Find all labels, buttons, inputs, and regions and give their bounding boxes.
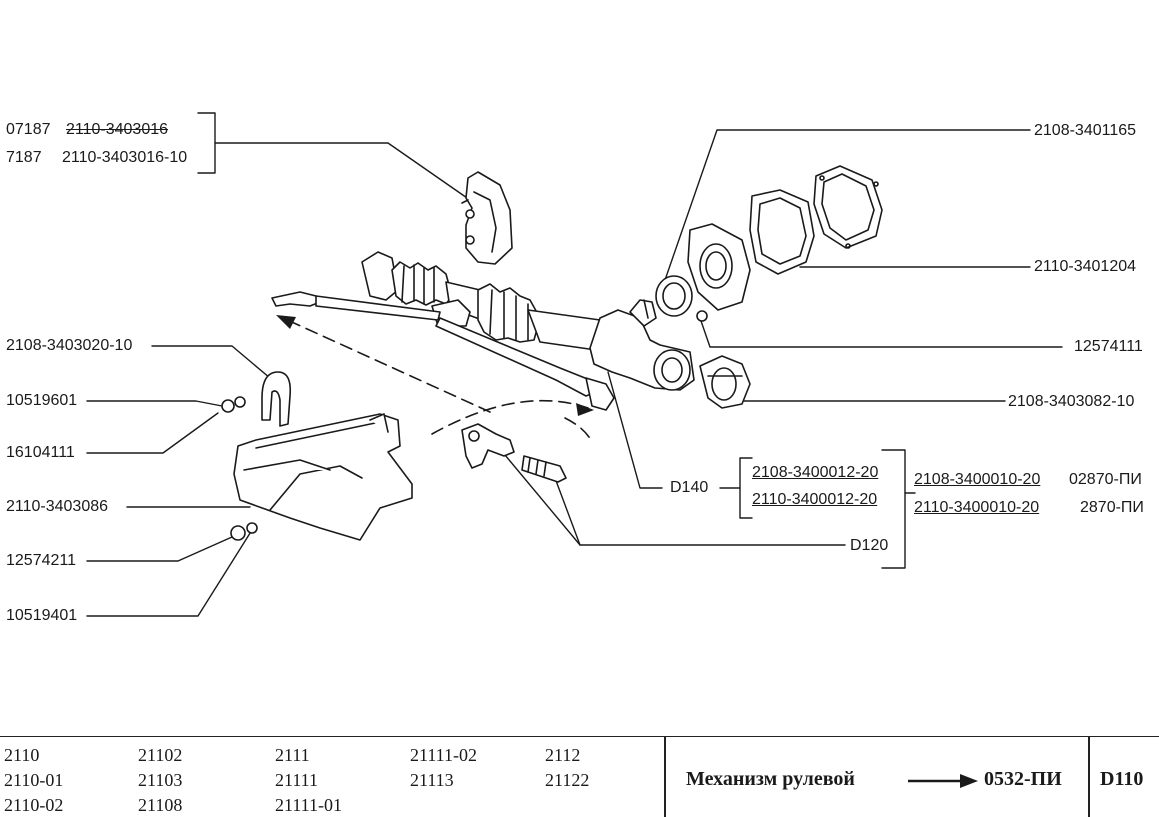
model-code: 21102 (138, 745, 183, 765)
model-code: 21111-02 (410, 745, 477, 765)
model-code: 21111-01 (275, 795, 342, 815)
tie-rods (271, 291, 615, 411)
callout-2110-3400012-20: 2110-3400012-20 (752, 491, 878, 508)
model-code: 2110-02 (4, 795, 64, 815)
shield-2110-3403086 (233, 413, 413, 541)
callout-D140: D140 (670, 479, 709, 496)
model-code: 21103 (138, 770, 183, 790)
model-code: 2112 (545, 745, 581, 765)
seal-ring-2108-3401165 (655, 275, 693, 317)
bracket-2110-3403016 (461, 171, 513, 265)
steering-rack (361, 251, 695, 391)
plate-boot (687, 223, 751, 311)
nut-12574111 (696, 310, 708, 322)
callout-07187: 07187 (6, 121, 51, 138)
model-code: 21113 (410, 770, 454, 790)
callout-16104111: 16104111 (6, 444, 75, 461)
model-code: 2111 (275, 745, 310, 765)
model-code: 2110-01 (4, 770, 64, 790)
callout-2110-3401204: 2110-3401204 (1034, 258, 1137, 275)
callout-2108-3403082-10: 2108-3403082-10 (1008, 393, 1135, 410)
callout-2108-3403020-10: 2108-3403020-10 (6, 337, 133, 354)
clamp-2108-3403020-10 (261, 371, 292, 427)
callout-D120: D120 (850, 537, 889, 554)
callout-2110-3403086: 2110-3403086 (6, 498, 109, 515)
ref-code: 0532-ПИ (984, 768, 1062, 790)
gasket-2110-3401204 (749, 189, 815, 275)
callout-2108-3400012-20: 2108-3400012-20 (752, 464, 879, 481)
dashed-arrows (282, 317, 593, 443)
callout-2108-3401165: 2108-3401165 (1034, 122, 1137, 139)
footer-divider (1088, 736, 1090, 817)
steering-mechanism-drawing (86, 112, 1063, 617)
assembly-title: Механизм рулевой (686, 768, 855, 790)
model-code: 21122 (545, 770, 590, 790)
gasket-rear (813, 165, 883, 249)
boot-2108-3403082-10 (699, 355, 751, 409)
callout-2108-3400010-20: 2108-3400010-20 (914, 471, 1041, 488)
callout-02870-PI: 02870-ПИ (1069, 471, 1142, 488)
callout-7187: 7187 (6, 149, 42, 166)
nut-12574211 (230, 522, 258, 541)
callout-12574111: 12574111 (1074, 338, 1143, 355)
arrow-heads (276, 315, 594, 416)
callout-2110-3403016-superseded: 2110-3403016 (66, 121, 169, 138)
callout-12574211: 12574211 (6, 552, 76, 569)
model-code: 21108 (138, 795, 183, 815)
footer-bar (0, 736, 1159, 817)
tie-rod-end (461, 423, 515, 469)
callout-2110-3403016-10: 2110-3403016-10 (62, 149, 188, 166)
callout-2110-3400010-20: 2110-3400010-20 (914, 499, 1040, 516)
callout-2870-PI: 2870-ПИ (1080, 499, 1144, 516)
callout-10519401: 10519401 (6, 607, 78, 624)
arrow-right-icon (908, 774, 978, 788)
model-code: 2110 (4, 745, 40, 765)
stud (521, 455, 567, 483)
page-code: D110 (1100, 768, 1144, 790)
model-code: 21111 (275, 770, 318, 790)
leader-lines (86, 112, 1063, 617)
washer-10519601 (221, 396, 246, 413)
footer-divider (664, 736, 666, 817)
callout-10519601: 10519601 (6, 392, 78, 409)
